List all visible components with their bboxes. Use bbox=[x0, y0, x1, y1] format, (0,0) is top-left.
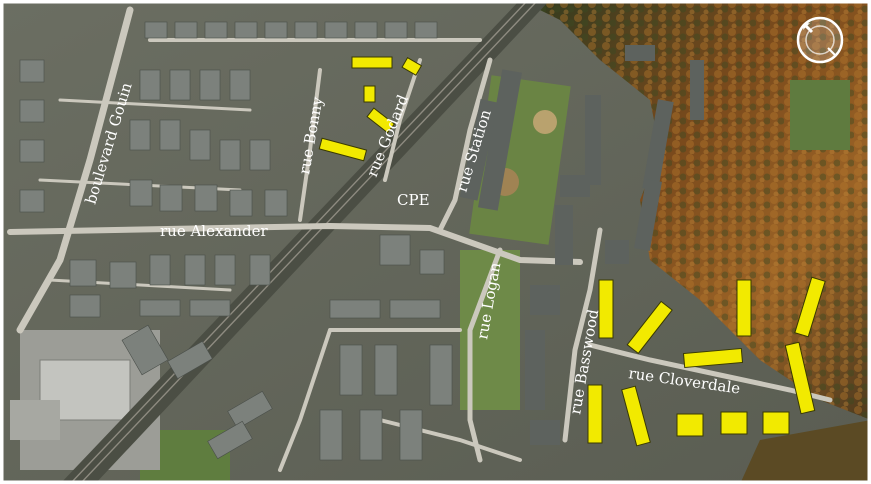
highlighted-building bbox=[363, 85, 376, 103]
highlighted-building bbox=[587, 384, 603, 444]
street-label-rue-alexander: rue Alexander bbox=[160, 222, 269, 240]
road-rue-alexander bbox=[7, 222, 583, 265]
compass-rose-icon[interactable] bbox=[796, 16, 844, 64]
place-label-cpe: CPE bbox=[397, 191, 430, 209]
forest-texture bbox=[520, 0, 871, 420]
highlighted-building bbox=[351, 56, 393, 69]
highlighted-building bbox=[366, 107, 396, 134]
residential-buildings bbox=[19, 21, 704, 461]
road-rue-station bbox=[437, 57, 493, 233]
highlighted-building bbox=[676, 413, 704, 437]
highlighted-building bbox=[784, 341, 816, 415]
highlighted-building bbox=[682, 347, 744, 369]
highlighted-building bbox=[401, 56, 423, 76]
lawn-right bbox=[790, 80, 850, 150]
road-network bbox=[7, 6, 833, 472]
road-rue-bonny bbox=[298, 68, 322, 222]
highlighted-building bbox=[621, 385, 651, 447]
road-rue-godard bbox=[383, 58, 422, 182]
rail-track-2 bbox=[79, 0, 539, 484]
road-rue-basswood bbox=[562, 227, 603, 443]
highlighted-building bbox=[318, 137, 368, 162]
highlighted-buildings bbox=[318, 56, 826, 447]
highlighted-building bbox=[720, 411, 748, 435]
road-boulevard-gouin bbox=[16, 6, 134, 334]
road-rue-logan bbox=[467, 247, 503, 463]
highlighted-building bbox=[598, 279, 614, 339]
rail-track-1 bbox=[69, 0, 529, 484]
highlighted-building bbox=[736, 279, 752, 337]
highlighted-building bbox=[794, 276, 826, 338]
highlighted-building bbox=[762, 411, 790, 435]
building-roof-bl bbox=[10, 400, 60, 440]
baseball-diamond bbox=[533, 110, 557, 134]
forest-lower-right bbox=[740, 420, 871, 484]
highlighted-building bbox=[626, 300, 673, 355]
